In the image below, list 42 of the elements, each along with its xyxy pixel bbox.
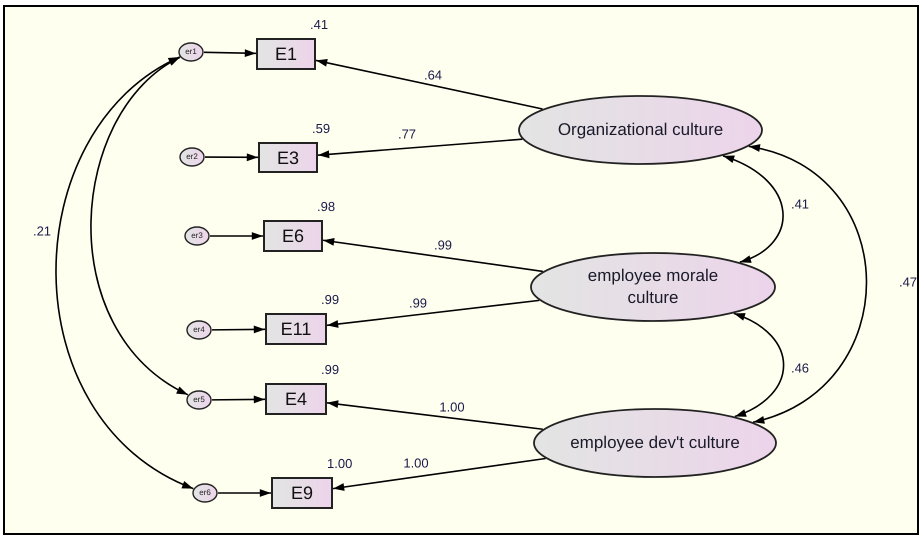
arrow [332, 458, 546, 491]
arrow [90, 56, 188, 396]
squared-correlation: .99 [321, 293, 340, 306]
arrow [322, 238, 543, 272]
variable-label: er4 [193, 326, 205, 334]
arrow [218, 489, 271, 497]
arrow [212, 326, 265, 334]
edge-label: .64 [424, 68, 442, 82]
edge-label: .47 [898, 276, 918, 288]
squared-correlation: .98 [317, 200, 336, 213]
arrow [210, 232, 263, 240]
variable-label: er3 [191, 232, 203, 240]
arrow [55, 56, 194, 490]
edge-label: .46 [790, 362, 810, 374]
arrow [212, 396, 265, 404]
edge-label: .99 [434, 238, 452, 252]
variable-label: employee dev't culture [570, 432, 740, 454]
arrow [318, 138, 522, 158]
arrow [316, 58, 543, 110]
variable-label: er1 [185, 48, 197, 56]
variable-label: Organizational culture [558, 119, 724, 141]
variable-label: er2 [186, 153, 198, 161]
edge-label: .77 [398, 128, 416, 140]
edge-label: .41 [790, 198, 810, 210]
arrow [205, 153, 258, 162]
arrow [748, 146, 868, 423]
variable-label: employee morale culture [586, 265, 720, 309]
arrow [204, 49, 256, 58]
arrow [326, 400, 543, 430]
edge-label: .21 [32, 224, 52, 238]
edge-label: .99 [408, 296, 428, 310]
arrow [722, 155, 784, 263]
squared-correlation: .59 [312, 122, 330, 135]
squared-correlation: .99 [321, 363, 340, 376]
squared-correlation: .41 [310, 18, 328, 31]
variable-label: er6 [199, 489, 211, 497]
edge-label: 1.00 [439, 400, 465, 414]
arrow [326, 300, 540, 328]
edge-label: 1.00 [403, 456, 429, 470]
arrow [734, 312, 784, 418]
squared-correlation: 1.00 [327, 457, 352, 470]
variable-label: er5 [193, 396, 205, 404]
